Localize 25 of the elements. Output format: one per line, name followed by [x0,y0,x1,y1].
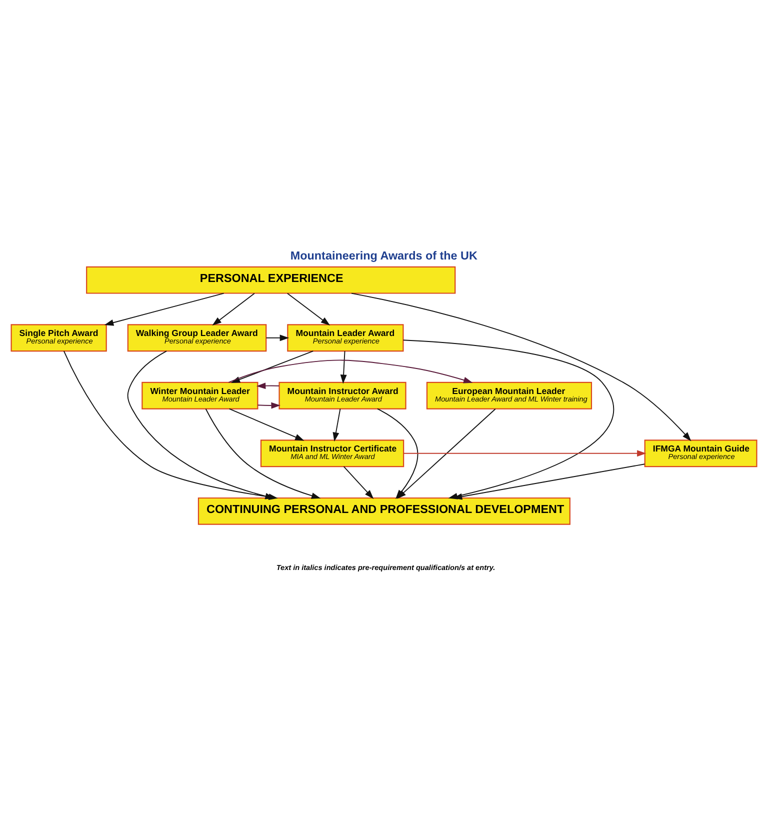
node-box: Single Pitch Award Personal experience [10,324,107,352]
arrow [228,408,304,441]
arrow [340,350,347,384]
arrow [403,450,646,457]
arrow [205,408,321,499]
diagram-title: Mountaineering Awards of the UK [290,249,478,262]
node-box: Mountain Leader Award Personal experience [287,324,404,352]
arrow [266,334,290,342]
arrow [256,382,280,390]
arrow [212,292,255,326]
arrow [104,292,224,326]
arrow [351,292,692,442]
node-box: Mountain Instructor Certificate MIA and ML Winter Award [260,440,404,468]
arrow [343,466,374,500]
node-box: European Mountain Leader Mountain Leader Award and ML Winter training [426,382,592,410]
node-box: Mountain Instructor Award Mountain Leader Award [278,382,406,410]
node-box: CONTINUING PERSONAL AND PROFESSIONAL DEVELOPMENT [198,497,570,525]
node-box: PERSONAL EXPERIENCE [86,266,456,294]
node-box: Winter Mountain Leader Mountain Leader Award [142,382,258,410]
arrow [286,292,330,326]
node-box: IFMGA Mountain Guide Personal experience [644,440,758,468]
node-box: Walking Group Leader Award Personal experience [127,324,267,352]
arrow [257,402,280,409]
caption: Text in italics indicates pre-requirement qualification/s at entry. [276,563,496,572]
arrow [332,408,341,442]
